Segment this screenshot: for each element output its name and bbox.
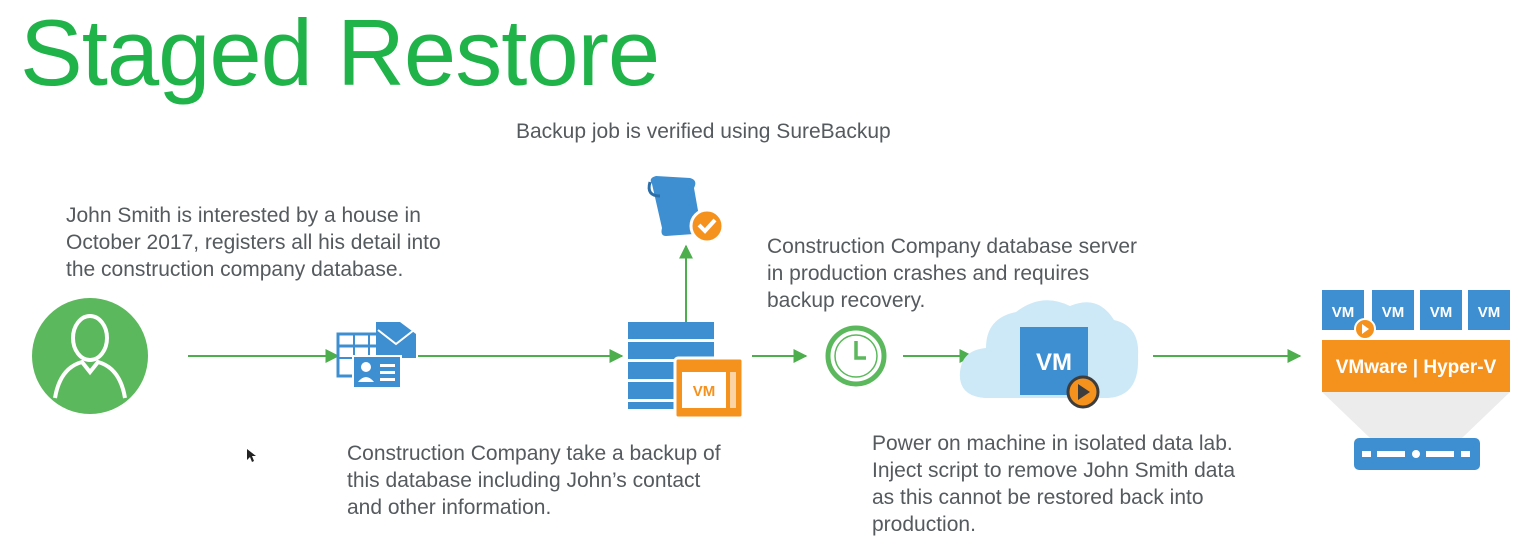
caption-line: October 2017, registers all his detail i… [66,231,441,254]
clock-icon [825,325,887,387]
vm-grid-label: VM [1430,304,1453,321]
caption-line: production. [872,513,976,536]
caption-line: John Smith is interested by a house in [66,204,421,227]
caption-line: in production crashes and requires [767,262,1090,285]
caption-line: Inject script to remove John Smith data [872,459,1235,482]
server-crash-caption: Construction Company database server in … [767,233,1137,314]
hypervisor-host-icon: VM VM VM VM VMware | Hyper-V [1322,290,1510,470]
surebackup-caption: Backup job is verified using SureBackup [516,118,891,145]
vm-grid-label: VM [1332,304,1355,321]
power-on-caption: Power on machine in isolated data lab. I… [872,430,1235,538]
contact-card-icon [336,322,416,389]
caption-line: Backup job is verified using SureBackup [516,120,891,143]
cloud-vm-icon: VM [959,300,1139,409]
vm-cloud-label: VM [1036,349,1072,376]
page-title: Staged Restore [20,0,660,105]
caption-line: the construction company database. [66,258,404,281]
mouse-pointer-icon [247,449,256,462]
caption-line: Construction Company take a backup of [347,442,721,465]
backup-server-icon: VM [628,322,745,420]
caption-line: backup recovery. [767,289,926,312]
caption-line: Construction Company database server [767,235,1138,258]
flow-arrows [188,244,1302,363]
caption-line: as this cannot be restored back into [872,486,1204,509]
vm-grid-label: VM [1382,304,1405,321]
vm-small-label: VM [693,383,716,400]
caption-line: Power on machine in isolated data lab. [872,432,1233,455]
verification-scroll-icon [647,176,725,244]
hypervisor-label: VMware | Hyper-V [1336,357,1497,378]
backup-caption: Construction Company take a backup of th… [347,440,721,521]
vm-grid-label: VM [1478,304,1501,321]
caption-line: and other information. [347,496,552,519]
john-smith-caption: John Smith is interested by a house in O… [66,202,441,283]
user-avatar-icon [32,298,148,414]
caption-line: this database including John’s contact [347,469,701,492]
